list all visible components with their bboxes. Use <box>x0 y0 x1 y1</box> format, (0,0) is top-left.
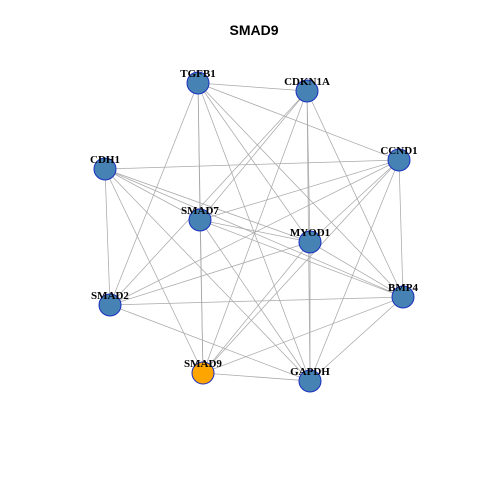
edge-cdh1-bmp4 <box>104 168 404 298</box>
edge-ccnd1-cdh1 <box>104 159 400 170</box>
edge-smad7-bmp4 <box>199 219 404 298</box>
node-circle[interactable] <box>387 148 411 172</box>
edge-ccnd1-bmp4 <box>398 159 404 298</box>
edge-cdh1-smad9 <box>104 168 204 374</box>
node-cdh1[interactable]: CDH1 <box>90 154 120 181</box>
edge-ccnd1-myod1 <box>309 159 400 243</box>
node-circle[interactable] <box>191 361 215 385</box>
node-circle[interactable] <box>188 208 212 232</box>
edge-cdh1-smad2 <box>104 168 111 306</box>
node-circle[interactable] <box>186 71 210 95</box>
edge-tgfb1-ccnd1 <box>197 82 400 161</box>
edge-bmp4-smad9 <box>202 296 404 374</box>
node-circle[interactable] <box>98 293 122 317</box>
edge-smad2-bmp4 <box>109 296 404 306</box>
edge-cdkn1a-bmp4 <box>306 90 404 298</box>
edge-tgfb1-cdkn1a <box>197 82 308 92</box>
node-ccnd1[interactable]: CCND1 <box>380 145 418 172</box>
node-smad2[interactable]: SMAD2 <box>91 290 129 317</box>
node-label: CDKN1A <box>284 76 330 88</box>
edge-layer <box>104 82 404 382</box>
node-bmp4[interactable]: BMP4 <box>388 282 418 309</box>
edge-cdh1-myod1 <box>104 168 311 243</box>
node-label: SMAD9 <box>184 358 222 370</box>
node-circle[interactable] <box>298 230 322 254</box>
node-label: MYOD1 <box>290 227 330 239</box>
diagram-title: SMAD9 <box>229 22 278 38</box>
node-label: TGFB1 <box>180 68 215 80</box>
node-label: SMAD7 <box>181 205 219 217</box>
node-tgfb1[interactable]: TGFB1 <box>180 68 216 95</box>
edge-cdkn1a-smad7 <box>199 90 308 221</box>
node-label: BMP4 <box>388 282 418 294</box>
node-myod1[interactable]: MYOD1 <box>290 227 330 254</box>
edge-cdkn1a-smad2 <box>109 90 308 306</box>
node-smad7[interactable]: SMAD7 <box>181 205 219 232</box>
node-gapdh[interactable]: GAPDH <box>290 366 330 393</box>
node-circle[interactable] <box>93 157 117 181</box>
edge-tgfb1-smad2 <box>109 82 199 306</box>
edge-myod1-smad9 <box>202 241 311 374</box>
edge-cdh1-smad7 <box>104 168 201 221</box>
edge-smad7-smad9 <box>199 219 204 374</box>
edge-tgfb1-gapdh <box>197 82 311 382</box>
edge-cdh1-gapdh <box>104 168 311 382</box>
node-label: GAPDH <box>290 366 330 378</box>
node-label: SMAD2 <box>91 290 129 302</box>
edge-smad7-gapdh <box>199 219 311 382</box>
edge-smad7-myod1 <box>199 219 311 243</box>
node-label: CDH1 <box>90 154 120 166</box>
node-circle[interactable] <box>295 79 319 103</box>
edge-smad2-gapdh <box>109 304 311 382</box>
node-label: CCND1 <box>380 145 417 157</box>
edge-ccnd1-smad2 <box>109 159 400 306</box>
edge-ccnd1-gapdh <box>309 159 400 382</box>
edge-bmp4-gapdh <box>309 296 404 382</box>
node-smad9[interactable]: SMAD9 <box>184 358 222 385</box>
edge-ccnd1-smad9 <box>202 159 400 374</box>
edge-myod1-bmp4 <box>309 241 404 298</box>
edge-tgfb1-myod1 <box>197 82 311 243</box>
node-cdkn1a[interactable]: CDKN1A <box>284 76 330 103</box>
edge-smad9-gapdh <box>202 372 311 382</box>
node-circle[interactable] <box>298 369 322 393</box>
node-circle[interactable] <box>391 285 415 309</box>
edge-ccnd1-smad7 <box>199 159 400 221</box>
edge-myod1-smad2 <box>109 241 311 306</box>
